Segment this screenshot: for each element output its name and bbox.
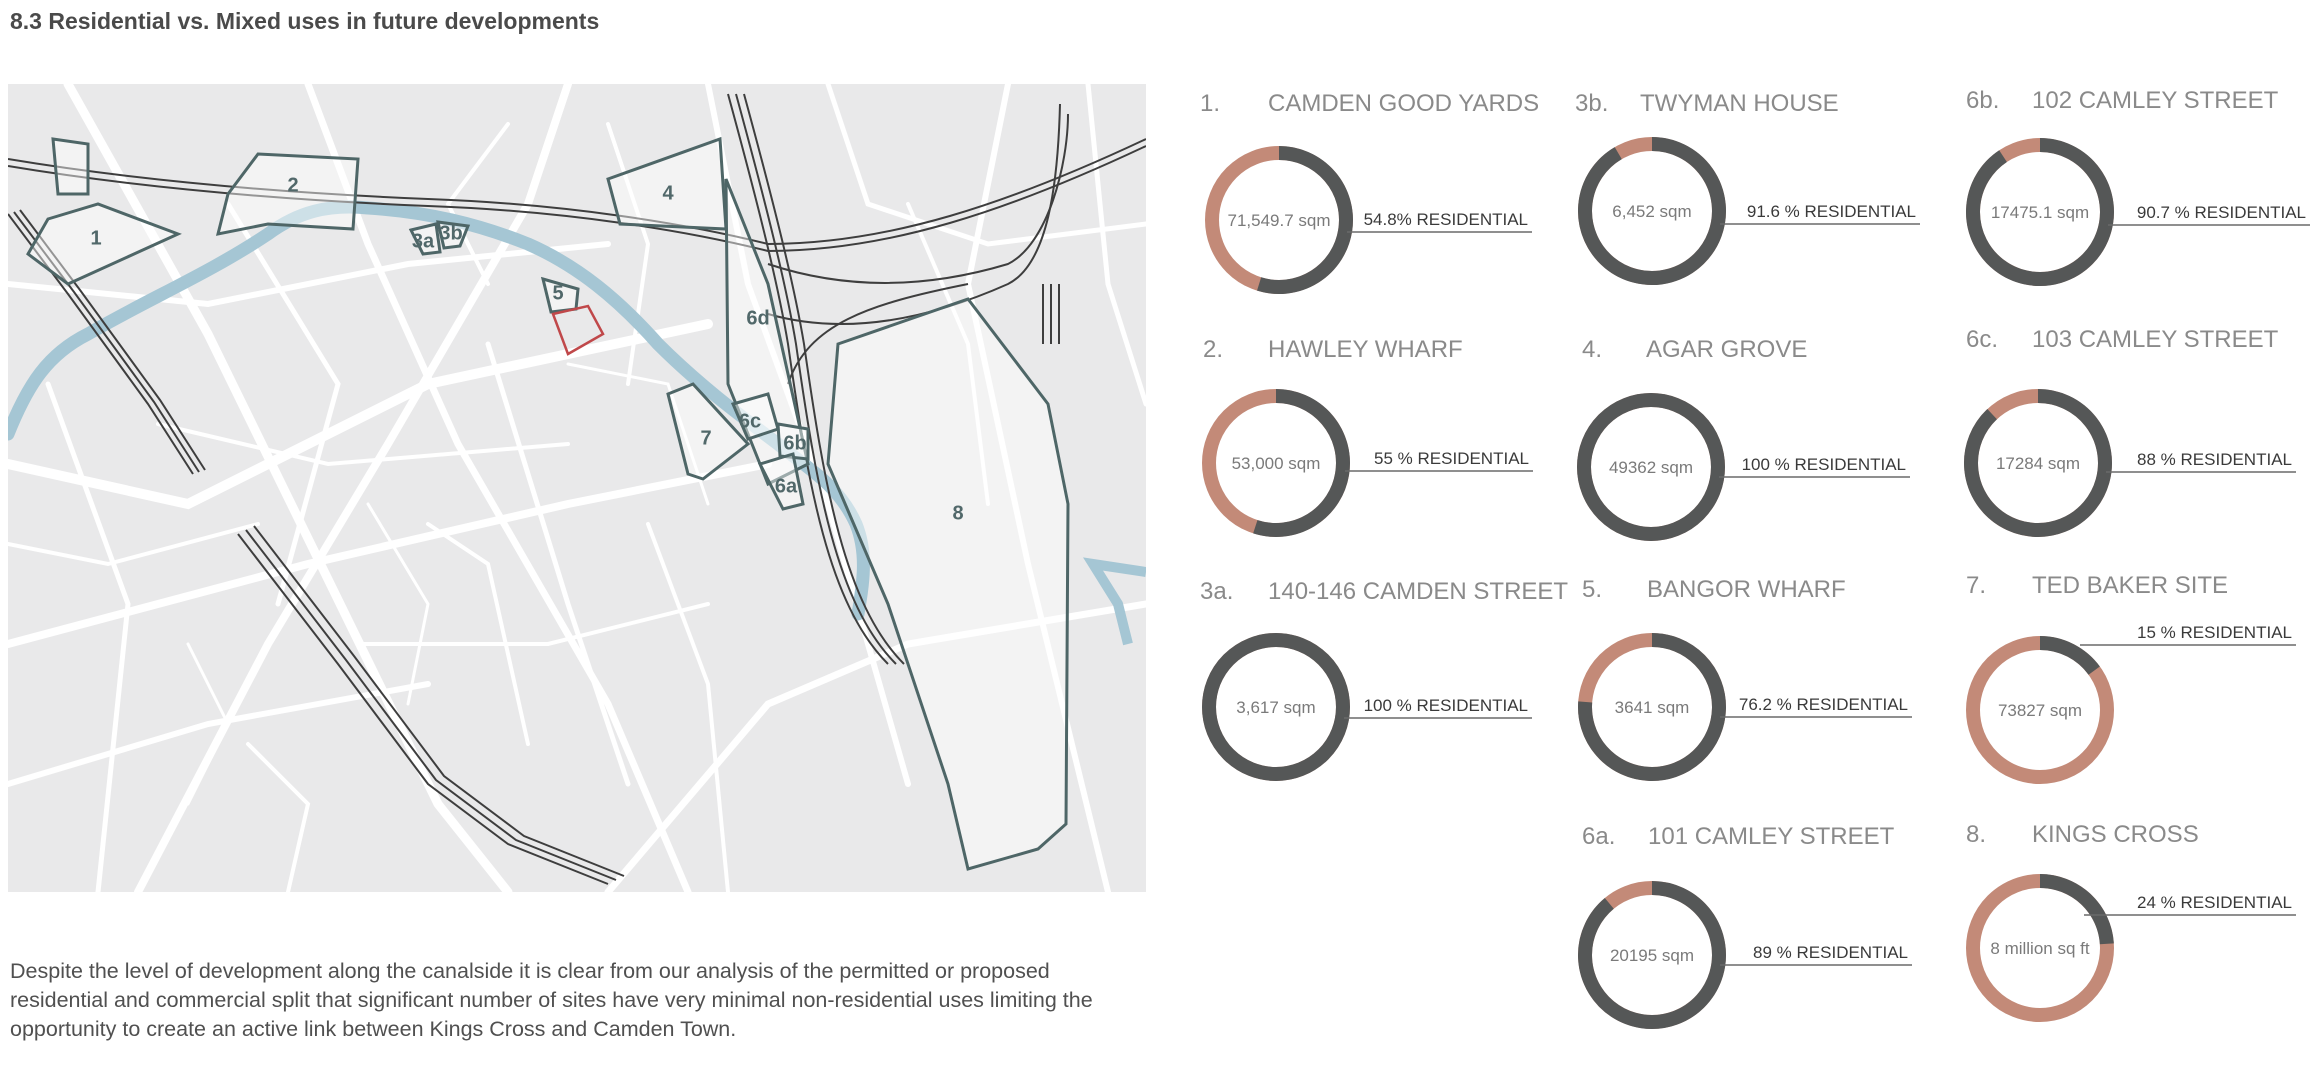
caption-text: Despite the level of development along t…: [10, 959, 1093, 1041]
page-title: 8.3 Residential vs. Mixed uses in future…: [10, 8, 600, 34]
residential-percent-label: 55 % RESIDENTIAL: [1374, 449, 1529, 468]
residential-percent-label: 15 % RESIDENTIAL: [2137, 623, 2292, 642]
site-number: 5.: [1582, 576, 1602, 603]
site-6a-outline: [757, 452, 805, 511]
residential-arc: [1577, 393, 1725, 541]
residential-arc: [2039, 636, 2100, 675]
site-label-6d: 6d: [746, 307, 769, 329]
site-3b-outline: [436, 220, 471, 250]
residential-percent-label: 54.8% RESIDENTIAL: [1364, 210, 1528, 229]
site-6b-outline: [776, 422, 810, 461]
site-name: KINGS CROSS: [2032, 821, 2199, 848]
site-label-6b: 6b: [783, 432, 806, 454]
site-area: 49362 sqm: [1609, 458, 1693, 477]
site-number: 6c.: [1966, 326, 1998, 353]
site-label-1: 1: [90, 227, 101, 249]
site-area: 6,452 sqm: [1612, 202, 1691, 221]
site-8-outline: [826, 297, 1070, 871]
site-number: 6a.: [1582, 823, 1615, 850]
site-name: TED BAKER SITE: [2032, 572, 2228, 599]
site-area: 20195 sqm: [1610, 946, 1694, 965]
site-1-outline: [26, 202, 182, 286]
site-label-4: 4: [662, 182, 674, 204]
site-2-outline: [215, 152, 360, 236]
donut-chart: 6a. 101 CAMLEY STREET 20195 sqm 89 % RESIDE…: [1578, 823, 1912, 1029]
highlighted-site-outline: [551, 304, 605, 356]
site-3a-outline: [408, 222, 442, 256]
site-name: 101 CAMLEY STREET: [1648, 823, 1895, 850]
residential-percent-label: 100 % RESIDENTIAL: [1364, 696, 1528, 715]
site-name: BANGOR WHARF: [1647, 576, 1846, 603]
site-label-5: 5: [552, 282, 563, 304]
railway-lines: [8, 93, 1146, 885]
site-label-8: 8: [952, 502, 963, 524]
site-number: 3a.: [1200, 578, 1233, 605]
site-area: 53,000 sqm: [1232, 454, 1321, 473]
donut-chart: 5. BANGOR WHARF 3641 sqm 76.2 % RESIDENTIAL: [1578, 576, 1912, 781]
residential-arc: [1257, 146, 1353, 294]
residential-arc: [1964, 389, 2112, 537]
site-area: 17475.1 sqm: [1991, 203, 2089, 222]
site-area: 73827 sqm: [1998, 701, 2082, 720]
site-label-7: 7: [700, 427, 711, 449]
development-sites: [26, 136, 1070, 871]
site-name: 103 CAMLEY STREET: [2032, 326, 2279, 353]
site-area: 17284 sqm: [1996, 454, 2080, 473]
site-1b-outline: [51, 137, 90, 196]
site-label-2: 2: [287, 174, 298, 196]
residential-arc: [1966, 138, 2114, 286]
site-name: 140-146 CAMDEN STREET: [1268, 578, 1568, 605]
site-number: 6b.: [1966, 87, 1999, 114]
donut-chart: 6c. 103 CAMLEY STREET 17284 sqm 88 % RESIDE…: [1964, 326, 2296, 537]
residential-arc: [1253, 389, 1350, 537]
donut-chart: 4. AGAR GROVE 49362 sqm 100 % RESIDENTIAL: [1577, 336, 1910, 541]
residential-arc: [1578, 633, 1726, 781]
donut-chart: 8. KINGS CROSS 8 million sq ft 24 % RESIDEN…: [1966, 821, 2296, 1022]
site-number: 4.: [1582, 336, 1602, 363]
residential-percent-label: 24 % RESIDENTIAL: [2137, 893, 2292, 912]
donut-chart: 3a. 140-146 CAMDEN STREET 3,617 sqm 100 % R…: [1200, 578, 1568, 781]
site-label-6c: 6c: [739, 410, 761, 432]
site-number: 1.: [1200, 90, 1220, 117]
site-name: HAWLEY WHARF: [1268, 336, 1463, 363]
site-number: 8.: [1966, 821, 1986, 848]
donut-chart: 7. TED BAKER SITE 73827 sqm 15 % RESIDENTIA…: [1966, 572, 2296, 784]
site-area: 8 million sq ft: [1990, 939, 2089, 958]
residential-arc: [1578, 881, 1726, 1029]
site-area: 3,617 sqm: [1236, 698, 1315, 717]
site-name: TWYMAN HOUSE: [1640, 90, 1839, 117]
site-area: 71,549.7 sqm: [1227, 211, 1330, 230]
site-label-3b: 3b: [439, 222, 462, 244]
site-label-6a: 6a: [775, 475, 798, 497]
donut-chart: 2. HAWLEY WHARF 53,000 sqm 55 % RESIDENTIAL: [1202, 336, 1533, 537]
residential-arc: [1202, 633, 1350, 781]
residential-arc: [2039, 874, 2114, 945]
residential-percent-label: 100 % RESIDENTIAL: [1742, 455, 1906, 474]
site-6d-outline: [724, 178, 810, 487]
donut-chart: 6b. 102 CAMLEY STREET 17475.1 sqm 90.7 % RE…: [1966, 87, 2310, 286]
residential-percent-label: 89 % RESIDENTIAL: [1753, 943, 1908, 962]
site-area: 3641 sqm: [1615, 698, 1690, 717]
donut-chart: 3b. TWYMAN HOUSE 6,452 sqm 91.6 % RESIDENTI…: [1575, 90, 1920, 285]
site-name: AGAR GROVE: [1646, 336, 1807, 363]
residential-percent-label: 88 % RESIDENTIAL: [2137, 450, 2292, 469]
site-name: CAMDEN GOOD YARDS: [1268, 90, 1539, 117]
site-label-3a: 3a: [412, 230, 435, 252]
site-number: 2.: [1203, 336, 1223, 363]
canal-branch: [1082, 557, 1146, 646]
donut-chart: 1. CAMDEN GOOD YARDS 71,549.7 sqm 54.8% RES…: [1200, 90, 1539, 294]
map-background: [8, 84, 1146, 892]
residential-arc: [1578, 137, 1726, 285]
site-number: 7.: [1966, 572, 1986, 599]
site-name: 102 CAMLEY STREET: [2032, 87, 2279, 114]
residential-percent-label: 76.2 % RESIDENTIAL: [1739, 695, 1908, 714]
residential-percent-label: 91.6 % RESIDENTIAL: [1747, 202, 1916, 221]
residential-percent-label: 90.7 % RESIDENTIAL: [2137, 203, 2306, 222]
site-number: 3b.: [1575, 90, 1608, 117]
site-7-outline: [666, 382, 751, 481]
